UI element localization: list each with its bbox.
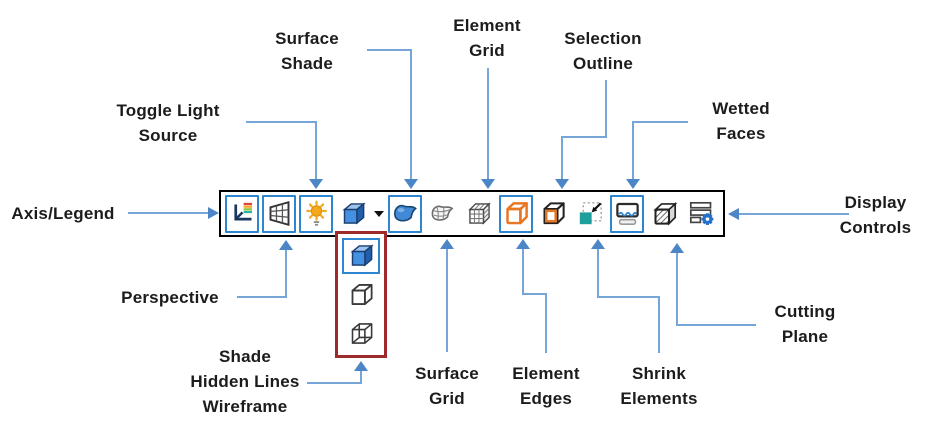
arrowhead-surface-grid xyxy=(440,239,454,249)
connector-cutting-plane xyxy=(676,324,756,326)
connector-element-edges xyxy=(522,249,524,295)
arrowhead-perspective xyxy=(279,240,293,250)
element-grid-icon xyxy=(466,200,493,227)
arrowhead-shade-menu xyxy=(354,361,368,371)
connector-shade-menu xyxy=(360,371,362,384)
wetted-faces-button[interactable] xyxy=(610,194,644,233)
axis-legend-icon xyxy=(229,200,256,227)
dropdown-item-hidden-lines[interactable] xyxy=(342,276,380,313)
connector-surface-shade xyxy=(367,49,412,51)
label-cutting-plane: Cutting Plane xyxy=(774,302,836,346)
element-edges-icon xyxy=(503,200,530,227)
connector-shrink-elements xyxy=(658,296,660,353)
arrowhead-cutting-plane xyxy=(670,243,684,253)
element-grid-button[interactable] xyxy=(462,194,496,233)
arrowhead-shrink-elements xyxy=(591,239,605,249)
arrowhead-surface-shade xyxy=(404,179,418,189)
shade-cube-icon xyxy=(340,200,367,227)
shrink-elements-button[interactable] xyxy=(573,194,607,233)
connector-shrink-elements xyxy=(597,296,660,298)
arrowhead-display-controls xyxy=(728,208,739,220)
caret-down-icon xyxy=(374,210,384,217)
connector-toggle-light xyxy=(315,121,317,181)
label-shade-menu: Shade Hidden Lines Wireframe xyxy=(190,347,300,416)
display-controls-button[interactable] xyxy=(684,194,718,233)
arrowhead-element-edges xyxy=(516,239,530,249)
connector-element-edges xyxy=(545,293,547,353)
connector-wetted-faces xyxy=(632,121,634,181)
connector-perspective xyxy=(285,250,287,298)
cutting-plane-icon xyxy=(651,200,678,227)
arrowhead-element-grid xyxy=(481,179,495,189)
perspective-icon xyxy=(266,200,293,227)
connector-selection-outline xyxy=(561,136,607,138)
arrowhead-selection-outline xyxy=(555,179,569,189)
label-wetted-faces: Wetted Faces xyxy=(712,99,770,143)
label-shrink-elements: Shrink Elements xyxy=(620,364,698,408)
label-toggle-light: Toggle Light Source xyxy=(116,101,220,145)
axis-legend-button[interactable] xyxy=(225,194,259,233)
shade-cube-icon xyxy=(348,242,375,269)
connector-toggle-light xyxy=(246,121,317,123)
shrink-elements-icon xyxy=(577,200,604,227)
connector-surface-grid xyxy=(446,249,448,352)
arrowhead-axis-legend xyxy=(208,207,219,219)
surface-grid-icon xyxy=(429,200,456,227)
surface-shade-icon xyxy=(392,200,419,227)
connector-perspective xyxy=(237,296,287,298)
connector-element-grid xyxy=(487,68,489,181)
connector-wetted-faces xyxy=(632,121,688,123)
connector-axis-legend xyxy=(128,212,210,214)
perspective-button[interactable] xyxy=(262,194,296,233)
hidden-lines-cube-icon xyxy=(348,281,375,308)
dropdown-item-wireframe[interactable] xyxy=(342,315,380,352)
surface-grid-button[interactable] xyxy=(425,194,459,233)
arrowhead-toggle-light xyxy=(309,179,323,189)
display-controls-icon xyxy=(688,200,715,227)
shade-dropdown-caret[interactable] xyxy=(373,195,385,233)
wireframe-cube-icon xyxy=(348,320,375,347)
connector-selection-outline xyxy=(605,80,607,138)
selection-outline-icon xyxy=(540,200,567,227)
label-element-grid: Element Grid xyxy=(453,16,521,60)
light-source-icon xyxy=(303,200,330,227)
element-edges-button[interactable] xyxy=(499,194,533,233)
surface-shade-button[interactable] xyxy=(388,194,422,233)
connector-surface-shade xyxy=(410,49,412,181)
shade-button[interactable] xyxy=(336,194,370,233)
display-toolbar xyxy=(219,190,725,237)
label-surface-shade: Surface Shade xyxy=(275,29,339,73)
label-selection-outline: Selection Outline xyxy=(564,29,642,73)
label-display-controls: Display Controls xyxy=(839,193,912,237)
connector-shrink-elements xyxy=(597,249,599,298)
selection-outline-button[interactable] xyxy=(536,194,570,233)
connector-cutting-plane xyxy=(676,253,678,326)
wetted-faces-icon xyxy=(614,200,641,227)
label-element-edges: Element Edges xyxy=(512,364,580,408)
label-axis-legend: Axis/Legend xyxy=(11,204,115,223)
label-surface-grid: Surface Grid xyxy=(415,364,479,408)
shade-dropdown-panel xyxy=(335,231,387,358)
label-perspective: Perspective xyxy=(121,288,219,307)
connector-selection-outline xyxy=(561,136,563,181)
cutting-plane-button[interactable] xyxy=(647,194,681,233)
arrowhead-wetted-faces xyxy=(626,179,640,189)
connector-shade-menu xyxy=(307,382,362,384)
connector-element-edges xyxy=(522,293,547,295)
toggle-light-source-button[interactable] xyxy=(299,194,333,233)
dropdown-item-shade[interactable] xyxy=(342,237,380,274)
connector-display-controls xyxy=(739,213,849,215)
